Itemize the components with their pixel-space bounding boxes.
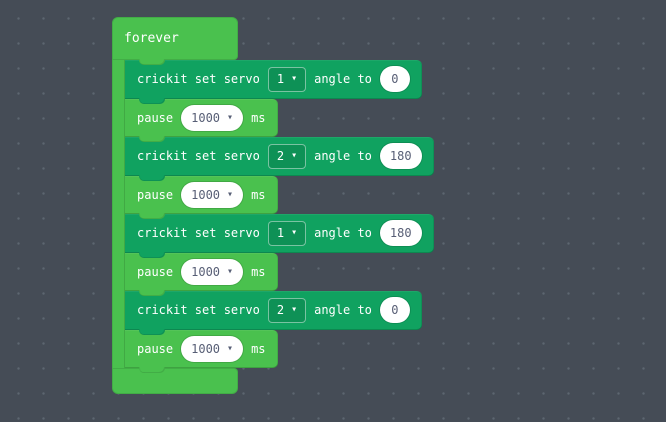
block-label: pause [137,264,174,279]
block-crickit-set-servo[interactable]: crickit set servo 2 ▾ angle to 0 [125,291,422,334]
chevron-down-icon: ▾ [227,111,234,123]
pause-duration-value: 1000 [191,110,221,125]
servo-number-value: 2 [276,149,285,164]
servo-number-dropdown[interactable]: 2 ▾ [267,297,307,323]
chevron-down-icon: ▾ [291,150,298,162]
block-label: pause [137,341,174,356]
angle-value-input[interactable]: 180 [379,220,422,247]
chevron-down-icon: ▾ [291,304,298,316]
forever-block-spine [112,60,125,368]
block-crickit-set-servo[interactable]: crickit set servo 2 ▾ angle to 180 [125,137,434,180]
forever-block-footer[interactable] [112,368,238,394]
block-pause[interactable]: pause 1000 ▾ ms [125,98,278,142]
angle-value: 0 [391,72,399,87]
block-label: pause [137,110,174,125]
block-pause[interactable]: pause 1000 ▾ ms [125,175,278,219]
block-crickit-set-servo[interactable]: crickit set servo 1 ▾ angle to 0 [125,60,422,103]
angle-value: 180 [389,149,412,164]
angle-value: 180 [389,226,412,241]
pause-duration-dropdown[interactable]: 1000 ▾ [181,104,244,131]
angle-value-input[interactable]: 0 [379,66,410,93]
block-crickit-set-servo[interactable]: crickit set servo 1 ▾ angle to 180 [125,214,434,257]
angle-value-input[interactable]: 0 [379,297,410,324]
block-label: ms [251,110,266,125]
pause-duration-dropdown[interactable]: 1000 ▾ [181,258,244,285]
block-label: crickit set servo [137,303,260,318]
chevron-down-icon: ▾ [291,73,298,85]
block-label: angle to [314,72,372,87]
servo-number-value: 1 [276,72,285,87]
block-label: angle to [314,303,372,318]
servo-number-dropdown[interactable]: 1 ▾ [267,66,307,92]
angle-value: 0 [391,303,399,318]
pause-duration-dropdown[interactable]: 1000 ▾ [181,181,244,208]
forever-block[interactable]: forever crickit set servo 1 ▾ angle to 0… [112,17,472,397]
forever-block-header[interactable]: forever [112,17,238,65]
servo-number-dropdown[interactable]: 2 ▾ [267,143,307,169]
block-label: crickit set servo [137,226,260,241]
block-pause[interactable]: pause 1000 ▾ ms [125,252,278,296]
chevron-down-icon: ▾ [227,265,234,277]
block-label: ms [251,187,266,202]
chevron-down-icon: ▾ [227,342,234,354]
chevron-down-icon: ▾ [227,188,234,200]
block-label: ms [251,341,266,356]
block-label: pause [137,187,174,202]
chevron-down-icon: ▾ [291,227,298,239]
forever-block-body: crickit set servo 1 ▾ angle to 0 pause 1… [125,60,434,373]
servo-number-value: 2 [276,303,285,318]
pause-duration-dropdown[interactable]: 1000 ▾ [181,335,244,362]
servo-number-value: 1 [276,226,285,241]
block-label: ms [251,264,266,279]
pause-duration-value: 1000 [191,187,221,202]
block-label: crickit set servo [137,149,260,164]
block-pause[interactable]: pause 1000 ▾ ms [125,329,278,373]
pause-duration-value: 1000 [191,264,221,279]
angle-value-input[interactable]: 180 [379,143,422,170]
block-label: angle to [314,226,372,241]
block-label: angle to [314,149,372,164]
block-label: crickit set servo [137,72,260,87]
forever-label: forever [124,31,179,46]
servo-number-dropdown[interactable]: 1 ▾ [267,220,307,246]
pause-duration-value: 1000 [191,341,221,356]
